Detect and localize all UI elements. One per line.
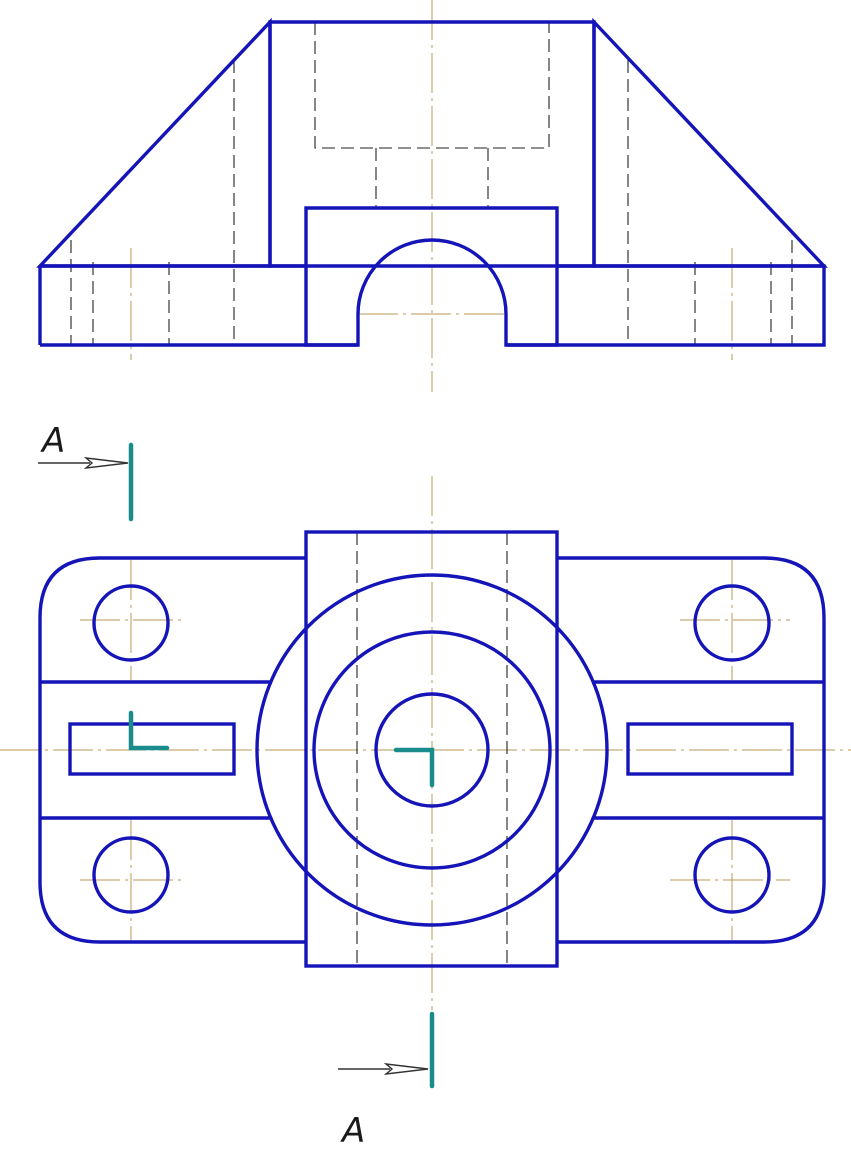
front-view-base-plate	[40, 264, 826, 347]
top-view-middle-circle	[312, 630, 552, 870]
front-view-boss-with-arch	[304, 206, 559, 347]
front-view-outline	[36, 17, 828, 347]
front-view-left-rib	[36, 17, 272, 268]
top-view-boss	[304, 530, 559, 968]
top-view-left-slot	[68, 722, 236, 776]
top-view-base-plate	[38, 556, 826, 944]
section-label-bottom: A	[340, 1111, 365, 1151]
front-view	[36, 0, 828, 392]
top-view-inner-bore-circle	[374, 692, 490, 808]
top-view-right-slot	[626, 722, 794, 776]
top-view-outline	[38, 530, 826, 968]
cutting-plane-bend-left	[128, 710, 170, 751]
section-label-top: A	[40, 421, 65, 461]
section-mark-bottom: A	[338, 1011, 435, 1151]
mounting-hole-top-left	[92, 584, 170, 662]
mounting-hole-top-right	[693, 584, 771, 662]
front-view-hidden-lines	[70, 22, 793, 345]
arrow-right-icon	[338, 1063, 429, 1075]
top-view	[0, 476, 851, 1010]
mounting-hole-bottom-right	[693, 836, 771, 914]
cutting-plane-bend-center	[393, 747, 435, 788]
section-mark-top: A	[38, 421, 134, 522]
top-view-outer-circle	[255, 573, 609, 927]
arrow-right-icon	[38, 457, 129, 469]
mounting-hole-bottom-left	[92, 836, 170, 914]
